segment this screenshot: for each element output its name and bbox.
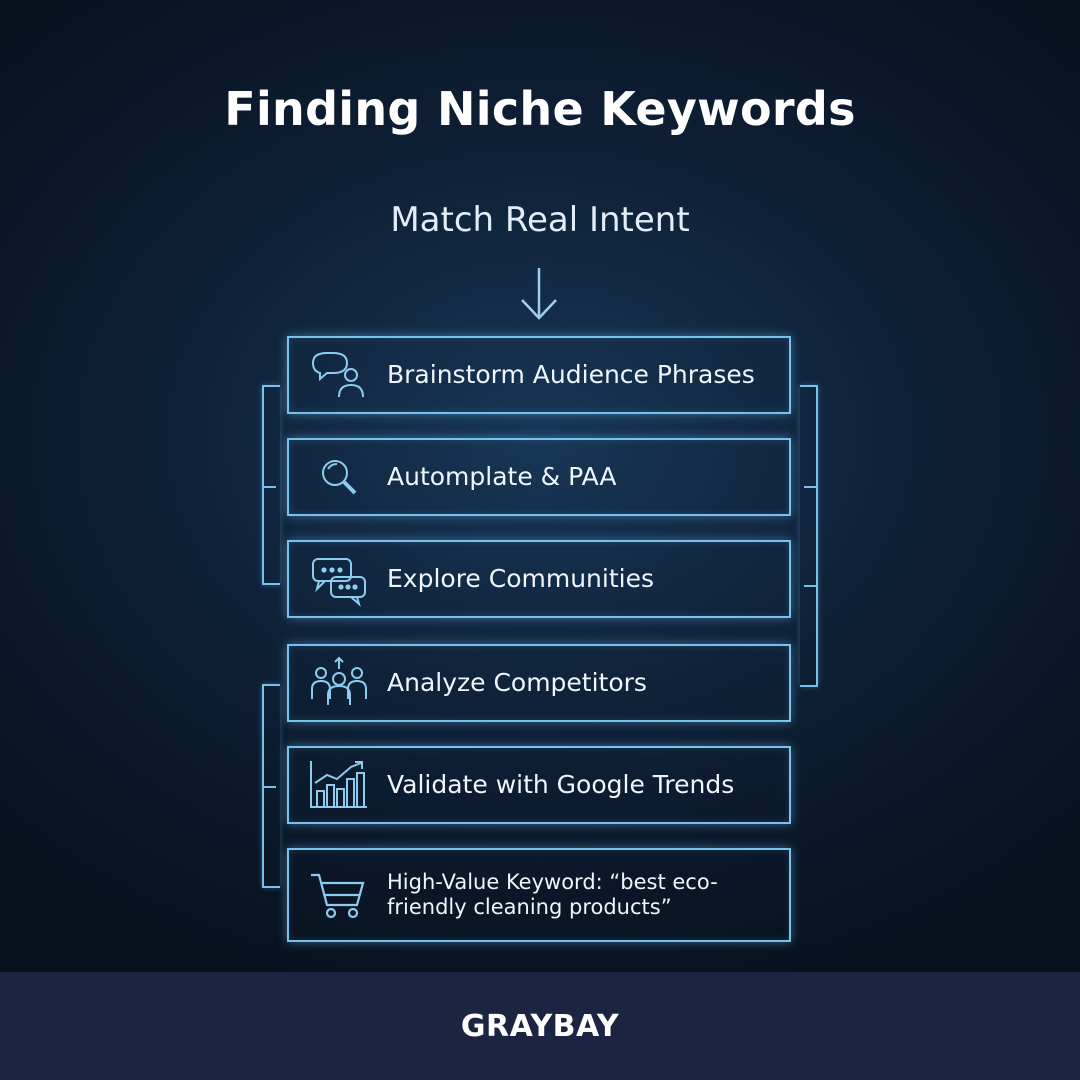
step-autocomplete: Automplate & PAA [287,438,791,516]
group-icon [307,655,371,711]
right-bracket-tick [804,486,818,488]
step-label: Analyze Competitors [387,668,647,697]
step-communities: Explore Communities [287,540,791,618]
step-label: Brainstorm Audience Phrases [387,360,755,389]
chat-bubbles-icon [307,551,371,607]
footer-bar: GRAYBAY [0,972,1080,1080]
left-bracket-tick [262,486,276,488]
step-trends: Validate with Google Trends [287,746,791,824]
step-label: High-Value Keyword: “best eco-friendly c… [387,869,718,919]
right-bracket-tick [804,585,818,587]
page-title: Finding Niche Keywords [224,82,856,136]
down-arrow-icon [521,268,557,320]
intent-subtitle: Match Real Intent [390,200,690,240]
left-bracket-top [262,385,280,585]
diagram-canvas: Finding Niche Keywords Match Real Intent… [0,0,1080,972]
step-competitors: Analyze Competitors [287,644,791,722]
step-brainstorm: Brainstorm Audience Phrases [287,336,791,414]
step-label: Explore Communities [387,564,655,593]
brand-logo: GRAYBAY [460,1008,620,1044]
magnifier-icon [307,449,371,505]
step-label: Validate with Google Trends [387,770,735,799]
right-bracket [800,385,818,687]
step-label: Automplate & PAA [387,462,617,491]
left-bracket-tick [262,786,276,788]
cart-icon [307,867,371,923]
step-high-value-keyword: High-Value Keyword: “best eco-friendly c… [287,848,791,942]
chat-person-icon [307,347,371,403]
trend-chart-icon [307,757,371,813]
